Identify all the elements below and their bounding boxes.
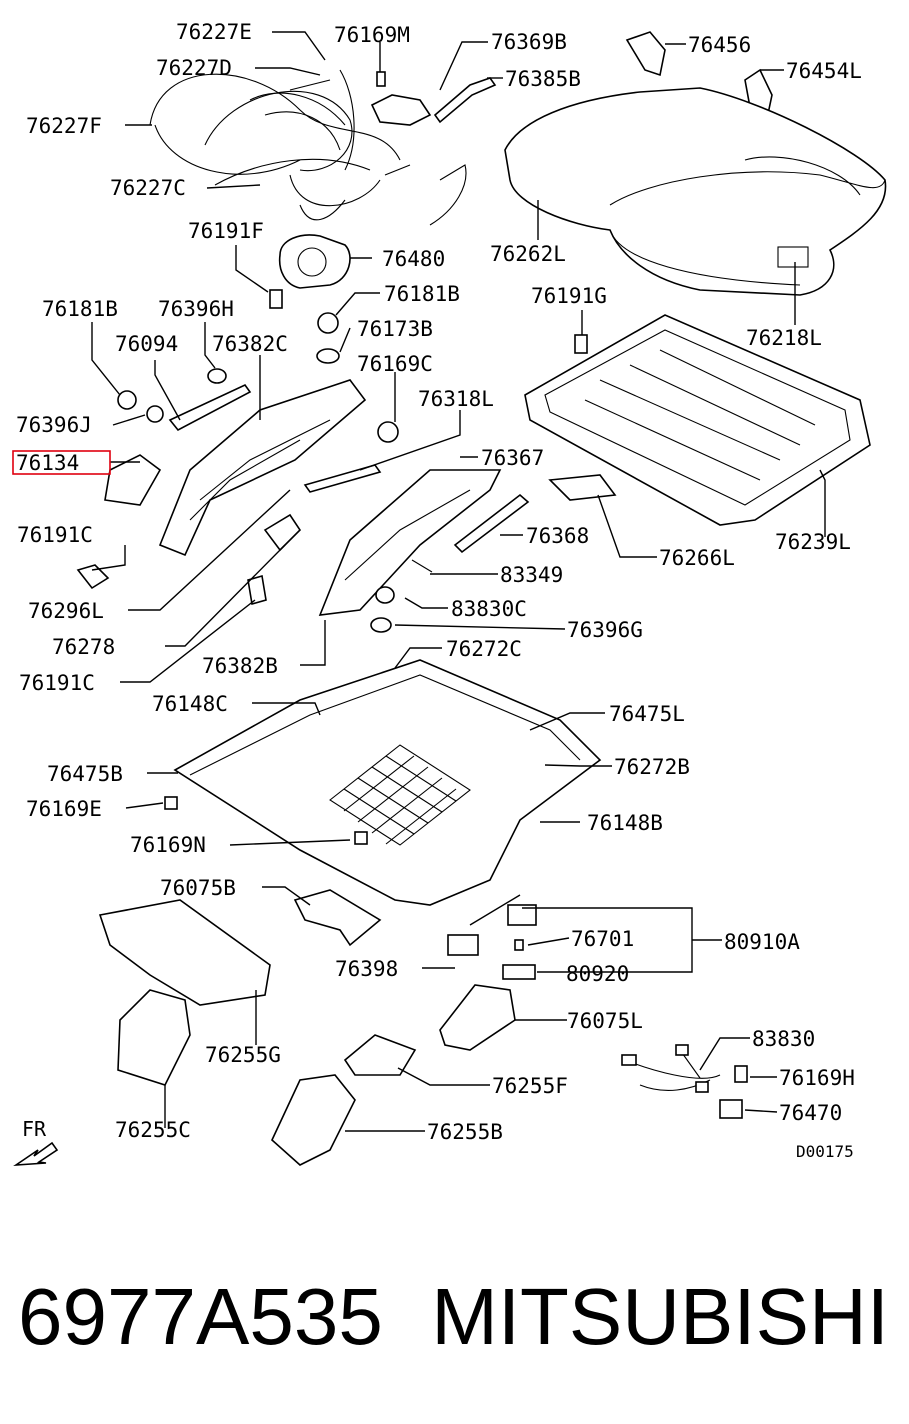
part-label-76456[interactable]: 76456 — [688, 33, 751, 57]
part-label-76701[interactable]: 76701 — [571, 927, 634, 951]
part-label-76075B[interactable]: 76075B — [160, 876, 236, 900]
part-label-76262L[interactable]: 76262L — [490, 242, 566, 266]
part-label-76382C[interactable]: 76382C — [212, 332, 288, 356]
part-label-76169E[interactable]: 76169E — [26, 797, 102, 821]
part-number: 6977A535 — [18, 1272, 383, 1361]
highlight-box — [12, 450, 111, 475]
caption-bar: 6977A535 MITSUBISHI — [0, 1262, 909, 1382]
part-label-83830[interactable]: 83830 — [752, 1027, 815, 1051]
part-label-76169M[interactable]: 76169M — [334, 23, 410, 47]
part-label-76169C[interactable]: 76169C — [357, 352, 433, 376]
part-label-76367[interactable]: 76367 — [481, 446, 544, 470]
part-label-76169H[interactable]: 76169H — [779, 1066, 855, 1090]
part-label-76181B-2[interactable]: 76181B — [384, 282, 460, 306]
part-label-76191C-2[interactable]: 76191C — [19, 671, 95, 695]
part-label-76368[interactable]: 76368 — [526, 524, 589, 548]
part-label-76318L[interactable]: 76318L — [418, 387, 494, 411]
part-label-76148B[interactable]: 76148B — [587, 811, 663, 835]
part-label-76169N[interactable]: 76169N — [130, 833, 206, 857]
part-label-76398[interactable]: 76398 — [335, 957, 398, 981]
part-label-76255C[interactable]: 76255C — [115, 1118, 191, 1142]
part-label-76227F[interactable]: 76227F — [26, 114, 102, 138]
part-label-76475L[interactable]: 76475L — [609, 702, 685, 726]
part-label-76266L[interactable]: 76266L — [659, 546, 735, 570]
part-label-76227C[interactable]: 76227C — [110, 176, 186, 200]
part-label-76272B[interactable]: 76272B — [614, 755, 690, 779]
part-label-76396G[interactable]: 76396G — [567, 618, 643, 642]
part-label-76255B[interactable]: 76255B — [427, 1120, 503, 1144]
part-label-76181B[interactable]: 76181B — [42, 297, 118, 321]
part-label-76369B[interactable]: 76369B — [491, 30, 567, 54]
part-label-76470[interactable]: 76470 — [779, 1101, 842, 1125]
part-label-76134[interactable]: 76134 — [16, 451, 79, 475]
part-label-76255F[interactable]: 76255F — [492, 1074, 568, 1098]
part-label-76075L[interactable]: 76075L — [567, 1009, 643, 1033]
part-label-76191G[interactable]: 76191G — [531, 284, 607, 308]
front-arrow-icon — [13, 1141, 59, 1166]
part-label-76396J[interactable]: 76396J — [16, 413, 92, 437]
part-label-76272C[interactable]: 76272C — [446, 637, 522, 661]
part-drawings — [13, 31, 887, 1166]
part-label-80920[interactable]: 80920 — [566, 962, 629, 986]
part-label-76094[interactable]: 76094 — [115, 332, 178, 356]
part-label-80910A[interactable]: 80910A — [724, 930, 800, 954]
part-label-83349[interactable]: 83349 — [500, 563, 563, 587]
part-label-76385B[interactable]: 76385B — [505, 67, 581, 91]
part-label-76255G[interactable]: 76255G — [205, 1043, 281, 1067]
part-label-76191F[interactable]: 76191F — [188, 219, 264, 243]
part-label-76173B[interactable]: 76173B — [357, 317, 433, 341]
exploded-parts-diagram: 76227E 76169M 76369B 76456 76227D 76385B… — [12, 20, 887, 1166]
part-label-76475B[interactable]: 76475B — [47, 762, 123, 786]
part-label-83830C[interactable]: 83830C — [451, 597, 527, 621]
part-label-76148C[interactable]: 76148C — [152, 692, 228, 716]
part-label-76382B[interactable]: 76382B — [202, 654, 278, 678]
front-marker: FR — [22, 1117, 47, 1141]
part-label-76454L[interactable]: 76454L — [786, 59, 862, 83]
part-label-76396H[interactable]: 76396H — [158, 297, 234, 321]
part-label-76227E[interactable]: 76227E — [176, 20, 252, 44]
part-label-76218L[interactable]: 76218L — [746, 326, 822, 350]
brand-name: MITSUBISHI — [431, 1272, 889, 1361]
leader-lines — [91, 31, 826, 1132]
part-labels: 76227E 76169M 76369B 76456 76227D 76385B… — [16, 20, 862, 1144]
part-label-76227D[interactable]: 76227D — [156, 56, 232, 80]
part-label-76480[interactable]: 76480 — [382, 247, 445, 271]
part-label-76278[interactable]: 76278 — [52, 635, 115, 659]
part-label-76296L[interactable]: 76296L — [28, 599, 104, 623]
part-label-76239L[interactable]: 76239L — [775, 530, 851, 554]
diagram-id: D00175 — [796, 1142, 854, 1161]
part-label-76191C[interactable]: 76191C — [17, 523, 93, 547]
